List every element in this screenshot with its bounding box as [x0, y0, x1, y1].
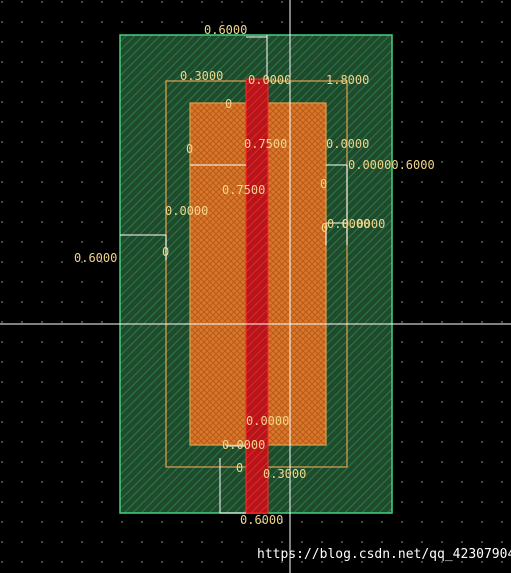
label-zero-3: 0 [320, 177, 327, 191]
label-left: 0.6000 [74, 251, 117, 265]
label-bottom-mid-2: 0.0000 [222, 438, 265, 452]
red-strip[interactable] [245, 78, 269, 514]
label-left-inner: 0.0000 [165, 204, 208, 218]
label-top-left: 0.3000 [180, 69, 223, 83]
label-top-right: 1.8000 [326, 73, 369, 87]
label-right-inner-3: 0.0000 [342, 217, 385, 231]
label-center-2: 0.7500 [222, 183, 265, 197]
label-right-inner: 0.0000 [326, 137, 369, 151]
label-bottom-mid-3: 0.3000 [263, 467, 306, 481]
label-right-mid: 0.00000.6000 [348, 158, 435, 172]
label-center-1: 0.7500 [244, 137, 287, 151]
label-zero-6: 0 [321, 221, 328, 235]
label-zero-5: 0 [236, 461, 243, 475]
label-bottom: 0.6000 [240, 513, 283, 527]
label-right-inner-2: 0.0000 [327, 217, 370, 231]
label-top: 0.6000 [204, 23, 247, 37]
label-top-mid: 0.0000 [248, 73, 291, 87]
watermark-text: https://blog.csdn.net/qq_42307904 [257, 547, 511, 562]
dimension-lines [120, 35, 348, 514]
label-bottom-mid-1: 0.0000 [246, 414, 289, 428]
label-zero-4: 0 [162, 245, 169, 259]
label-zero-1: 0 [186, 142, 193, 156]
label-zero-2: 0 [225, 97, 232, 111]
